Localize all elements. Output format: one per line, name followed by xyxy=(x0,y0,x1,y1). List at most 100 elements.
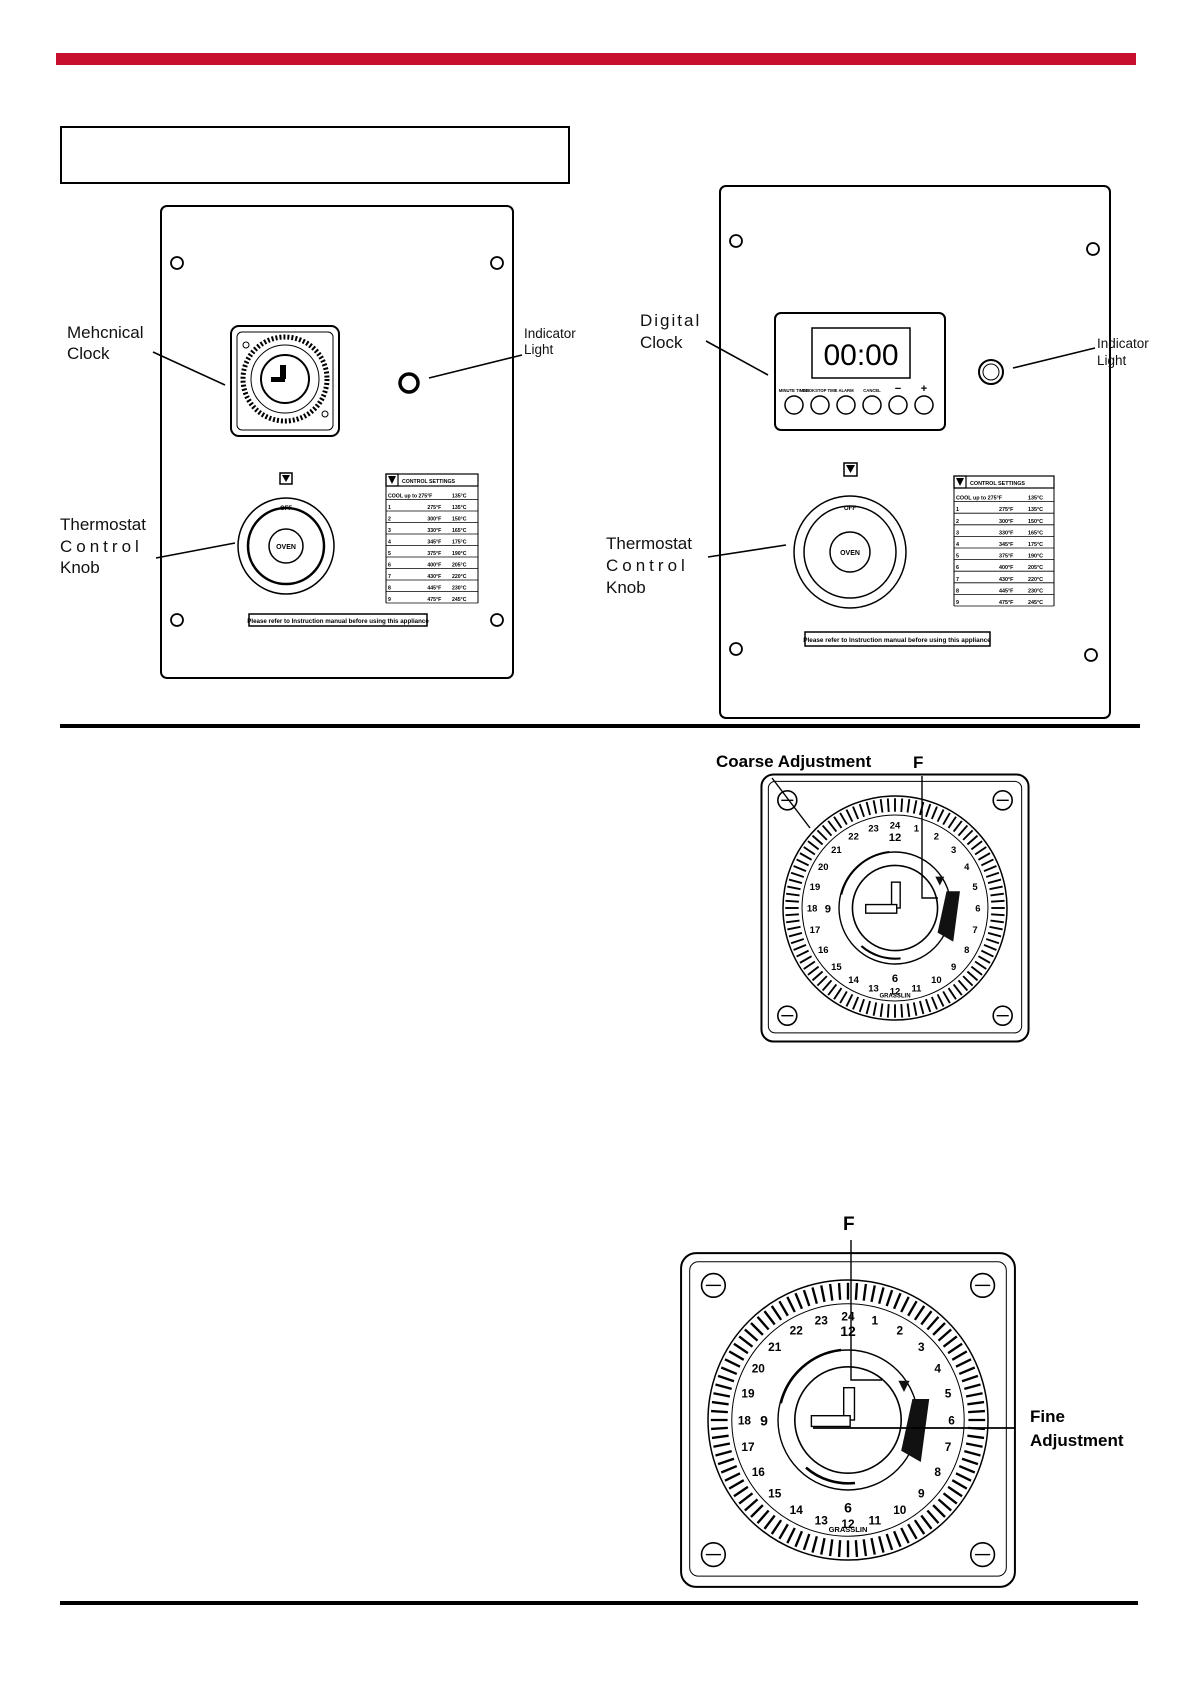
dial-hour-number: 10 xyxy=(893,1503,907,1517)
triangle-symbol-icon xyxy=(843,462,858,477)
svg-text:330°F: 330°F xyxy=(999,530,1014,536)
divider-rule-bottom xyxy=(60,1601,1138,1605)
dial-hour-number: 9 xyxy=(951,962,956,973)
dial-hour-number: 16 xyxy=(818,945,829,956)
svg-text:220°C: 220°C xyxy=(1028,577,1043,583)
divider-rule-top xyxy=(60,724,1140,728)
clock-button[interactable] xyxy=(810,395,830,415)
dial-hour-number: 24 xyxy=(890,821,901,832)
panel-outline xyxy=(160,205,514,679)
svg-text:475°F: 475°F xyxy=(427,597,441,603)
clock-button[interactable] xyxy=(914,395,934,415)
dial-hour-number: 21 xyxy=(831,845,842,856)
dial-inner-number: 6 xyxy=(892,973,898,985)
knob-label: Thermostat xyxy=(606,534,692,553)
panel-outline xyxy=(719,185,1111,719)
dial-hour-number: 2 xyxy=(897,1324,904,1338)
notice-text: Please refer to Instruction manual befor… xyxy=(803,637,991,644)
indicator-light-icon xyxy=(398,372,420,394)
fine-adjustment-label: Adjustment xyxy=(1030,1431,1124,1450)
svg-text:230°C: 230°C xyxy=(1028,588,1043,594)
svg-text:8: 8 xyxy=(388,586,391,592)
dial-hour-number: 5 xyxy=(972,882,977,893)
notice-text: Please refer to Instruction manual befor… xyxy=(247,618,429,625)
knob-label: Control xyxy=(60,537,143,556)
clock-button[interactable] xyxy=(784,395,804,415)
dial-hour-number: 11 xyxy=(911,984,921,995)
svg-text:6: 6 xyxy=(956,565,959,571)
svg-text:190°C: 190°C xyxy=(1028,554,1043,560)
knob-off-text: OFF xyxy=(844,506,856,512)
svg-text:190°C: 190°C xyxy=(452,551,467,557)
svg-text:8: 8 xyxy=(956,588,959,594)
svg-text:375°F: 375°F xyxy=(999,554,1014,560)
coarse-adjustment-label: Coarse Adjustment xyxy=(716,752,872,771)
indicator-light-label: Light xyxy=(524,342,554,357)
svg-text:330°F: 330°F xyxy=(427,528,441,534)
settings-title: CONTROL SETTINGS xyxy=(970,481,1025,487)
indicator-light-label: Indicator xyxy=(524,326,576,341)
svg-text:430°F: 430°F xyxy=(999,577,1014,583)
dial-hour-number: 19 xyxy=(810,882,821,893)
screw-hole xyxy=(490,613,504,627)
dial-hour-number: 17 xyxy=(741,1440,755,1454)
thermostat-knob-icon: OVEN OFF xyxy=(793,495,907,609)
svg-text:3: 3 xyxy=(388,528,391,534)
dial-hour-number: 4 xyxy=(934,1362,941,1376)
dial-brand: GRASSLIN xyxy=(879,994,910,1000)
svg-text:1: 1 xyxy=(956,507,959,513)
section-title-box xyxy=(60,126,570,184)
svg-text:300°F: 300°F xyxy=(427,517,441,523)
svg-text:245°C: 245°C xyxy=(452,597,467,603)
dial-inner-number: 12 xyxy=(840,1323,856,1339)
svg-text:7: 7 xyxy=(388,574,391,580)
svg-text:345°F: 345°F xyxy=(999,542,1014,548)
digital-clock-label: Digital xyxy=(640,311,701,330)
clock-button[interactable] xyxy=(862,395,882,415)
clock-button[interactable] xyxy=(888,395,908,415)
dial-hour-number: 24 xyxy=(841,1310,855,1324)
svg-text:275°F: 275°F xyxy=(427,505,441,511)
svg-text:245°C: 245°C xyxy=(1028,600,1043,606)
svg-text:135°C: 135°C xyxy=(1028,496,1043,502)
clock-button-label: + xyxy=(921,383,927,395)
dial-hour-number: 4 xyxy=(964,862,970,873)
svg-text:7: 7 xyxy=(956,577,959,583)
indicator-light-label: Light xyxy=(1097,353,1127,368)
svg-text:1: 1 xyxy=(388,505,391,511)
fine-adjustment-label: Fine xyxy=(1030,1407,1065,1426)
clock-button[interactable] xyxy=(836,395,856,415)
clock-button-label: MINUTE TIMER xyxy=(779,388,809,393)
dial-hour-number: 1 xyxy=(872,1313,879,1327)
clock-button-label: CANCEL xyxy=(863,388,881,393)
clock-button-label: COOKSTOP TIME xyxy=(803,388,838,393)
dial-hour-number: 18 xyxy=(807,903,818,914)
screw-hole xyxy=(729,234,743,248)
svg-text:2: 2 xyxy=(956,519,959,525)
svg-text:175°C: 175°C xyxy=(1028,542,1043,548)
dial-hour-number: 20 xyxy=(752,1362,766,1376)
svg-text:5: 5 xyxy=(388,551,391,557)
dial-hour-number: 21 xyxy=(768,1340,782,1354)
svg-text:6: 6 xyxy=(388,563,391,569)
dial-hour-number: 13 xyxy=(815,1513,829,1527)
svg-text:275°F: 275°F xyxy=(999,507,1014,513)
dial-hour-number: 2 xyxy=(934,832,939,843)
dial-hour-number: 13 xyxy=(868,984,879,995)
clock-button-label: − xyxy=(895,383,901,395)
